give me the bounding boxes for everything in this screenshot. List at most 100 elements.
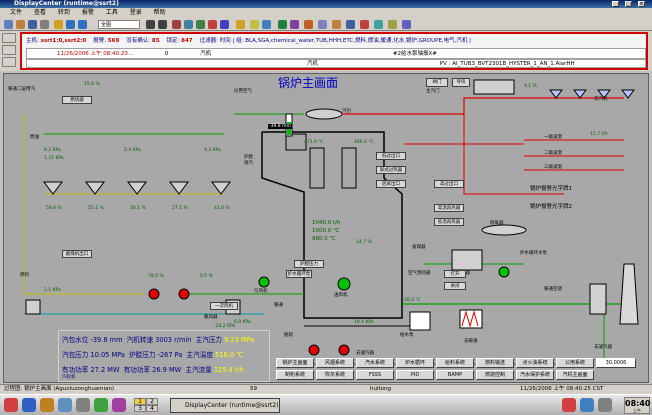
boiler-circ-pump-button[interactable]: 炉水循环泵: [286, 270, 312, 278]
alarm-row-num: 0: [164, 51, 169, 57]
mill-outlet-button[interactable]: 磨煤机出口: [62, 250, 92, 258]
terminal-icon[interactable]: [76, 398, 90, 412]
lts-outlet-button[interactable]: 低过出口: [376, 152, 406, 160]
nav-boiler-main[interactable]: 锅炉主画面: [276, 358, 314, 368]
label-alarm-board-2[interactable]: 锅炉报警光字牌2: [530, 204, 572, 210]
menu-alarm[interactable]: 报警: [81, 9, 94, 16]
nav-ignition-oil[interactable]: 点火油系统: [516, 358, 554, 368]
alarm-row[interactable]: 11/26/2006 上午 08:40:23... 0 汽机 #2给水泵轴振X#: [26, 48, 646, 59]
nav-feed[interactable]: 给料系统: [436, 358, 474, 368]
nav-value-field[interactable]: 30,0006: [596, 358, 636, 368]
link-icon[interactable]: [374, 20, 383, 29]
nav-pulverizing[interactable]: 制粉系统: [276, 370, 314, 380]
furnace-pressure-button[interactable]: 炉膛压力: [294, 260, 324, 268]
back-icon[interactable]: [4, 20, 13, 29]
filter-icon[interactable]: [332, 20, 341, 29]
param-row-3: 有功功率 27.2 MW 有功功率 26.9 MW 主汽流量 125.4 t/h: [62, 366, 244, 374]
folder-icon[interactable]: [54, 20, 63, 29]
workspace-3[interactable]: 3: [134, 405, 146, 412]
search-icon[interactable]: [402, 20, 411, 29]
nav-pid[interactable]: PID: [396, 370, 434, 380]
alarm-summary-box: 主机: ssrt1:0,ssrt2:0 报警: 569 没有确认: 85 锁定:…: [20, 32, 648, 70]
alarm-ack-icon[interactable]: [2, 33, 16, 43]
ht-reheater-button[interactable]: 高温再热器: [434, 204, 464, 212]
menu-login[interactable]: 登录: [129, 9, 142, 16]
hts-outlet-button[interactable]: 高过出口: [434, 180, 464, 188]
grid-icon[interactable]: [220, 20, 229, 29]
label-to-condenser: 去凝汽器: [356, 351, 374, 356]
open-button[interactable]: 打开: [444, 270, 466, 278]
arrow-left-icon[interactable]: [66, 20, 75, 29]
platen-sh-button[interactable]: 屏式过热器: [376, 166, 406, 174]
tray-icon-3[interactable]: [598, 398, 612, 412]
trend-icon[interactable]: [196, 20, 205, 29]
lt-reheater-button[interactable]: 低温再热器: [434, 218, 464, 226]
help-icon[interactable]: [112, 398, 126, 412]
zoom-in-icon[interactable]: [146, 20, 155, 29]
menu-tools[interactable]: 工具: [105, 9, 118, 16]
browser-icon[interactable]: [22, 398, 36, 412]
stop-icon[interactable]: [172, 20, 181, 29]
arrow-right-icon[interactable]: [78, 20, 87, 29]
doc-icon[interactable]: [94, 398, 108, 412]
task-displaycenter[interactable]: DisplayCenter (runtime@ssrt2): [170, 398, 280, 413]
nav-steam-water[interactable]: 汽水系统: [356, 358, 394, 368]
workspace-1[interactable]: 1: [134, 398, 146, 405]
nav-common[interactable]: 公用系统: [556, 358, 594, 368]
clock[interactable]: 08:40 上午: [624, 397, 651, 414]
workspace-4[interactable]: 4: [146, 405, 158, 412]
lock-icon[interactable]: [388, 20, 397, 29]
rear-platen-button[interactable]: 后屏出口: [376, 180, 406, 188]
start-icon[interactable]: [4, 398, 18, 412]
burner-button[interactable]: 燃烧器: [62, 96, 92, 104]
minimize-button[interactable]: _: [612, 1, 619, 7]
folder-icon[interactable]: [58, 398, 72, 412]
close-button[interactable]: 关闭: [444, 282, 466, 290]
param-main-steam-temp: 518.0 ℃: [215, 351, 244, 359]
nav-flue-gas[interactable]: 风烟系统: [316, 358, 354, 368]
eye-icon[interactable]: [318, 20, 327, 29]
main-valve-button[interactable]: 阀门: [426, 78, 448, 87]
zoom-out-icon[interactable]: [158, 20, 167, 29]
menu-help[interactable]: 帮助: [153, 9, 166, 16]
open-icon[interactable]: [16, 20, 25, 29]
close-button[interactable]: ×: [638, 1, 645, 7]
alarm-filter-icon[interactable]: [2, 57, 16, 67]
nav-fuel-conveying[interactable]: 燃料输送: [476, 358, 514, 368]
save-icon[interactable]: [28, 20, 37, 29]
key-icon[interactable]: [250, 20, 259, 29]
nav-fsss[interactable]: FSSS: [356, 370, 394, 380]
block-button[interactable]: 导块: [452, 78, 470, 87]
alarm-locked: 847: [181, 38, 193, 44]
alarm-icon[interactable]: [208, 20, 217, 29]
menu-view[interactable]: 查看: [33, 9, 46, 16]
print-icon[interactable]: [40, 20, 49, 29]
tray-icon-1[interactable]: [562, 398, 576, 412]
label-alarm-board-1[interactable]: 锅炉报警光字牌1: [530, 186, 572, 192]
workspace-2[interactable]: 2: [146, 398, 158, 405]
display-icon[interactable]: [184, 20, 193, 29]
settings-icon[interactable]: [290, 20, 299, 29]
menu-file[interactable]: 文件: [10, 9, 23, 16]
nav-bamp[interactable]: BAMP: [436, 370, 474, 380]
nav-turbine-main[interactable]: 汽机主画面: [556, 370, 594, 380]
bell-alarm-icon[interactable]: [304, 20, 313, 29]
alarm-silence-icon[interactable]: [2, 45, 16, 55]
nav-boiler-circ[interactable]: 炉水循环: [396, 358, 434, 368]
bell-icon[interactable]: [236, 20, 245, 29]
bolt-icon[interactable]: [346, 20, 355, 29]
user-icon[interactable]: [262, 20, 271, 29]
mail-icon[interactable]: [40, 398, 54, 412]
primary-fan-button[interactable]: 一次风机: [210, 302, 238, 310]
nav-combustion-control[interactable]: 燃烧控制: [476, 370, 514, 380]
tray-icon-2[interactable]: [580, 398, 594, 412]
alarm-row-detail[interactable]: 汽机 PV : AI_TUB3_BVT2301B_HYSTER_1_AN_1.A…: [26, 59, 646, 68]
maximize-button[interactable]: □: [625, 1, 632, 7]
menu-goto[interactable]: 转到: [57, 9, 70, 16]
refresh-icon[interactable]: [278, 20, 287, 29]
nav-steam-water-protect[interactable]: 汽水保护系统: [516, 370, 554, 380]
nav-sootblowing[interactable]: 吹灰系统: [316, 370, 354, 380]
zoom-select[interactable]: 全图: [98, 20, 140, 29]
label-hvac-steam: 暖通二层用汽: [8, 87, 35, 92]
flag-icon[interactable]: [360, 20, 369, 29]
